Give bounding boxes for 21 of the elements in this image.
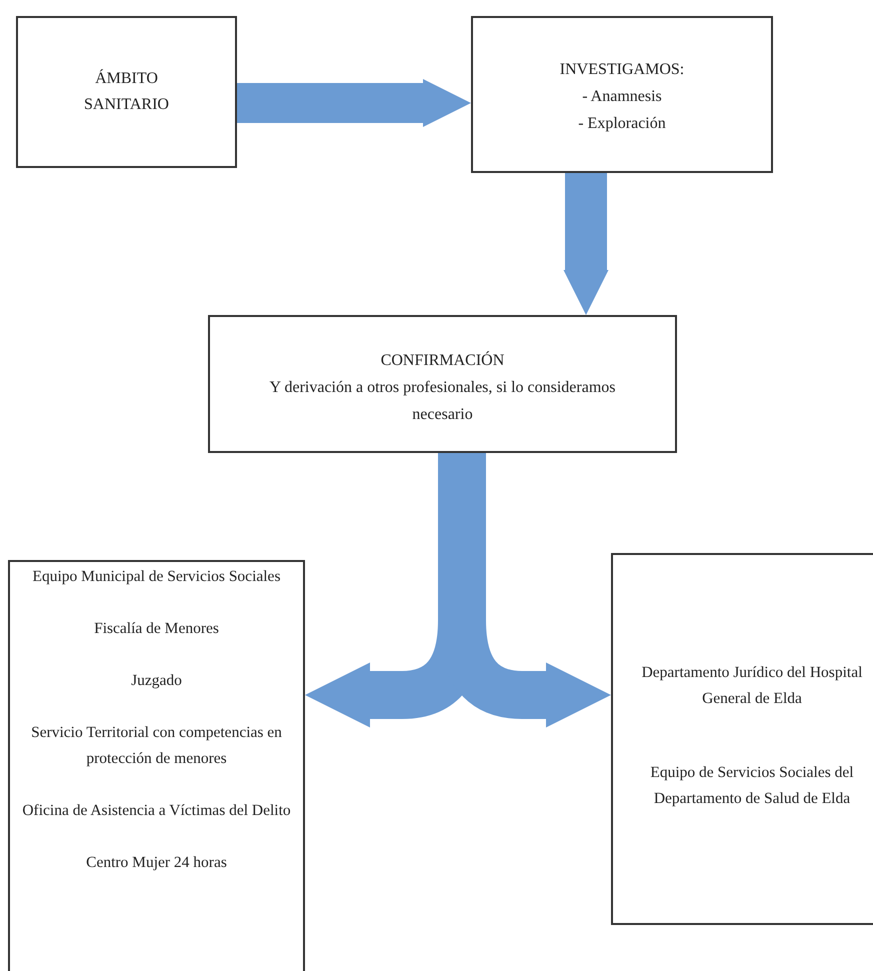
box-text: Juzgado [131, 671, 182, 691]
box-text: INVESTIGAMOS: [560, 60, 684, 80]
box-text: Oficina de Asistencia a Víctimas del Delito [22, 801, 291, 821]
process-box [208, 315, 677, 453]
box-text: Servicio Territorial con competencias en protección de menores [30, 723, 283, 769]
box-text: Departamento Jurídico del Hospital General de Elda [640, 663, 864, 709]
process-box [611, 553, 873, 925]
block-arrow [237, 79, 471, 127]
box-text: - Anamnesis [582, 87, 662, 107]
process-box [471, 16, 773, 173]
box-text: CONFIRMACIÓN [380, 350, 504, 371]
box-text: Equipo de Servicios Sociales del Departamento de Salud de Elda [649, 763, 855, 809]
box-text: Y derivación a otros profesionales, si lo consideramos necesario [268, 378, 616, 425]
box-text: Centro Mujer 24 horas [86, 853, 227, 873]
box-text: Equipo Municipal de Servicios Sociales [32, 567, 280, 587]
box-text: ÁMBITO SANITARIO [83, 68, 170, 115]
process-box [16, 16, 237, 168]
box-text: Fiscalía de Menores [94, 619, 219, 639]
box-text: - Exploración [578, 114, 666, 134]
process-box [8, 560, 305, 971]
block-arrow [564, 173, 608, 315]
